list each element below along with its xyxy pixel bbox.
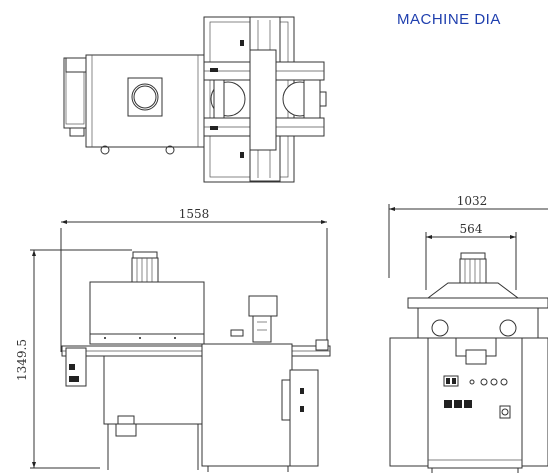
top-view: [63, 16, 327, 183]
dim-front-inner-width: 564: [460, 222, 483, 236]
side-view: [30, 220, 331, 472]
dim-height: 1349.5: [15, 339, 29, 381]
drawing-title: MACHINE DIA: [397, 11, 501, 28]
front-view: [388, 204, 548, 473]
dim-side-width: 1558: [179, 207, 210, 221]
dim-front-width: 1032: [457, 194, 488, 208]
